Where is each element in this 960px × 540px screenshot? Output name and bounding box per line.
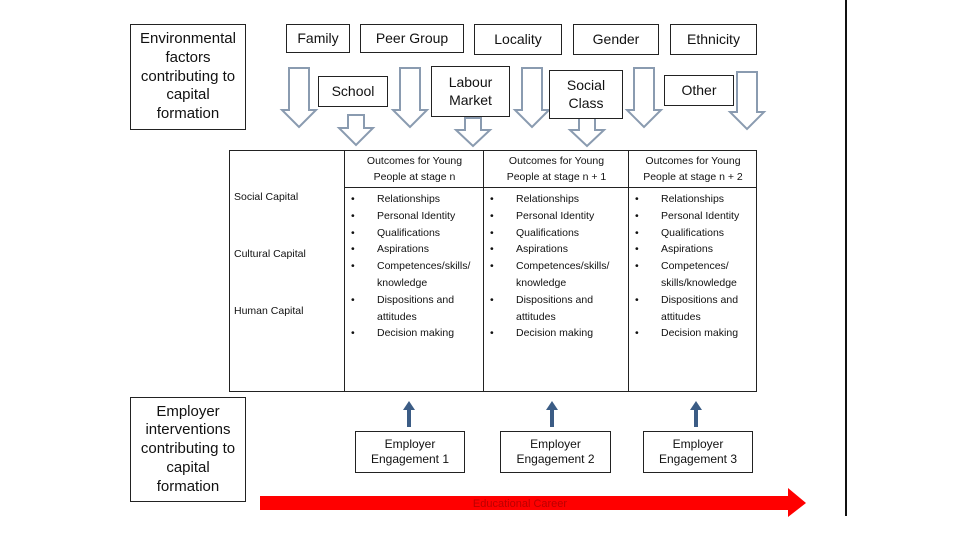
list-item: Decision making bbox=[629, 325, 739, 342]
employer-engagement-2: Employer Engagement 2 bbox=[500, 431, 611, 473]
header-divider bbox=[629, 187, 757, 188]
environmental-factors-label: Environmental factors contributing to ca… bbox=[130, 24, 246, 130]
list-item: Personal Identity bbox=[629, 208, 739, 225]
list-item: Relationships bbox=[484, 191, 609, 208]
list-item: Personal Identity bbox=[345, 208, 470, 225]
employer-engagement-1: Employer Engagement 1 bbox=[355, 431, 465, 473]
list-item: Decision making bbox=[484, 325, 609, 342]
list-item: Dispositions and attitudes bbox=[629, 292, 739, 326]
employer-interventions-label: Employer interventions contributing to c… bbox=[130, 397, 246, 502]
educational-career-arrow bbox=[260, 488, 806, 517]
row-label-social-capital: Social Capital bbox=[234, 191, 299, 203]
outcomes-column-stage-n1: Outcomes for Young People at stage n + 1… bbox=[483, 151, 629, 391]
outcomes-list: Relationships Personal Identity Qualific… bbox=[629, 191, 739, 342]
down-arrow-locality bbox=[512, 67, 552, 129]
up-arrow-engagement-3 bbox=[690, 401, 702, 427]
list-item: Aspirations bbox=[484, 241, 609, 258]
factor-school: School bbox=[318, 76, 388, 107]
list-item: Qualifications bbox=[345, 225, 470, 242]
header-divider bbox=[345, 187, 484, 188]
list-item: Dispositions and attitudes bbox=[345, 292, 470, 326]
down-arrow-social-class bbox=[567, 117, 607, 148]
factor-social-class: Social Class bbox=[549, 70, 623, 119]
column-header-stage-n1: Outcomes for Young People at stage n + 1 bbox=[506, 155, 607, 183]
outcomes-column-stage-n: Outcomes for Young People at stage n Rel… bbox=[344, 151, 484, 391]
list-item: Competences/skills/ knowledge bbox=[345, 258, 470, 292]
column-header-stage-n2: Outcomes for Young People at stage n + 2 bbox=[643, 155, 743, 183]
down-arrow-labour-market bbox=[453, 117, 493, 148]
educational-career-label: Educational Career bbox=[472, 498, 568, 510]
down-arrow-school bbox=[336, 114, 376, 147]
up-arrow-engagement-1 bbox=[403, 401, 415, 427]
list-item: Qualifications bbox=[629, 225, 739, 242]
list-item: Competences/ skills/knowledge bbox=[629, 258, 739, 292]
down-arrow-peer-group bbox=[390, 67, 430, 129]
down-arrow-ethnicity bbox=[727, 71, 767, 131]
list-item: Dispositions and attitudes bbox=[484, 292, 609, 326]
factor-labour-market: Labour Market bbox=[431, 66, 510, 117]
factor-ethnicity: Ethnicity bbox=[670, 24, 757, 55]
factor-family: Family bbox=[286, 24, 350, 53]
employer-engagement-3: Employer Engagement 3 bbox=[643, 431, 753, 473]
down-arrow-gender bbox=[624, 67, 664, 129]
column-header-stage-n: Outcomes for Young People at stage n bbox=[366, 155, 463, 183]
outcomes-table: Social Capital Cultural Capital Human Ca… bbox=[229, 150, 757, 392]
list-item: Aspirations bbox=[629, 241, 739, 258]
outcomes-list: Relationships Personal Identity Qualific… bbox=[345, 191, 470, 342]
right-border-line bbox=[845, 0, 847, 516]
factor-peer-group: Peer Group bbox=[360, 24, 464, 53]
factor-locality: Locality bbox=[474, 24, 562, 55]
list-item: Qualifications bbox=[484, 225, 609, 242]
header-divider bbox=[484, 187, 629, 188]
list-item: Aspirations bbox=[345, 241, 470, 258]
row-label-cultural-capital: Cultural Capital bbox=[234, 248, 306, 260]
list-item: Competences/skills/ knowledge bbox=[484, 258, 609, 292]
outcomes-column-stage-n2: Outcomes for Young People at stage n + 2… bbox=[628, 151, 757, 391]
factor-gender: Gender bbox=[573, 24, 659, 55]
row-label-human-capital: Human Capital bbox=[234, 305, 304, 317]
outcomes-list: Relationships Personal Identity Qualific… bbox=[484, 191, 609, 342]
list-item: Relationships bbox=[345, 191, 470, 208]
up-arrow-engagement-2 bbox=[546, 401, 558, 427]
factor-other: Other bbox=[664, 75, 734, 106]
list-item: Relationships bbox=[629, 191, 739, 208]
list-item: Personal Identity bbox=[484, 208, 609, 225]
down-arrow-family bbox=[279, 67, 319, 129]
list-item: Decision making bbox=[345, 325, 470, 342]
